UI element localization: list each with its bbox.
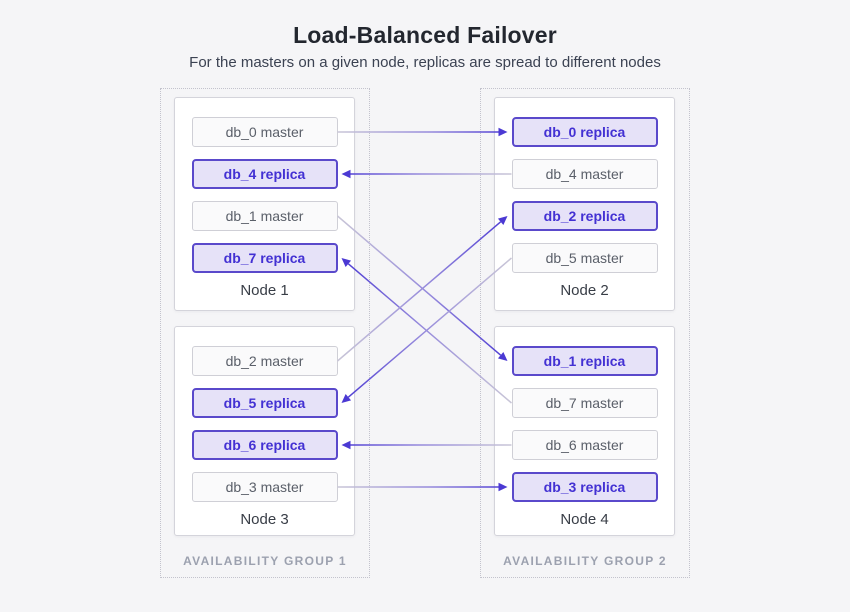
- node-card-1: db_0 master db_4 replica db_1 master db_…: [174, 97, 355, 311]
- diagram-subtitle: For the masters on a given node, replica…: [189, 54, 661, 71]
- node-2-slots: db_0 replica db_4 master db_2 replica db…: [495, 98, 674, 273]
- diagram-title: Load-Balanced Failover: [293, 22, 557, 48]
- availability-group-1-label: AVAILABILITY GROUP 1: [183, 554, 347, 568]
- node-label-3: Node 3: [240, 511, 289, 528]
- db-box: db_0 replica: [511, 117, 658, 147]
- db-box: db_2 master: [191, 346, 338, 376]
- node-card-3: db_2 master db_5 replica db_6 replica db…: [174, 326, 355, 536]
- db-box: db_7 replica: [191, 243, 338, 273]
- db-box: db_7 master: [511, 388, 658, 418]
- node-card-2: db_0 replica db_4 master db_2 replica db…: [494, 97, 675, 311]
- db-box: db_4 master: [511, 159, 658, 189]
- node-label-1: Node 1: [240, 282, 289, 299]
- node-3-slots: db_2 master db_5 replica db_6 replica db…: [175, 327, 354, 502]
- db-box: db_5 master: [511, 243, 658, 273]
- db-box: db_0 master: [191, 117, 338, 147]
- diagram-header: Load-Balanced Failover For the masters o…: [0, 22, 850, 71]
- db-box: db_3 master: [191, 472, 338, 502]
- db-box: db_5 replica: [191, 388, 338, 418]
- db-box: db_6 master: [511, 430, 658, 460]
- node-1-slots: db_0 master db_4 replica db_1 master db_…: [175, 98, 354, 273]
- db-box: db_2 replica: [511, 201, 658, 231]
- node-label-4: Node 4: [560, 511, 609, 528]
- node-4-slots: db_1 replica db_7 master db_6 master db_…: [495, 327, 674, 502]
- availability-group-2: db_0 replica db_4 master db_2 replica db…: [480, 88, 690, 578]
- availability-group-2-label: AVAILABILITY GROUP 2: [503, 554, 667, 568]
- node-card-4: db_1 replica db_7 master db_6 master db_…: [494, 326, 675, 536]
- db-box: db_1 master: [191, 201, 338, 231]
- db-box: db_6 replica: [191, 430, 338, 460]
- db-box: db_3 replica: [511, 472, 658, 502]
- db-box: db_4 replica: [191, 159, 338, 189]
- db-box: db_1 replica: [511, 346, 658, 376]
- node-label-2: Node 2: [560, 282, 609, 299]
- availability-group-1: db_0 master db_4 replica db_1 master db_…: [160, 88, 370, 578]
